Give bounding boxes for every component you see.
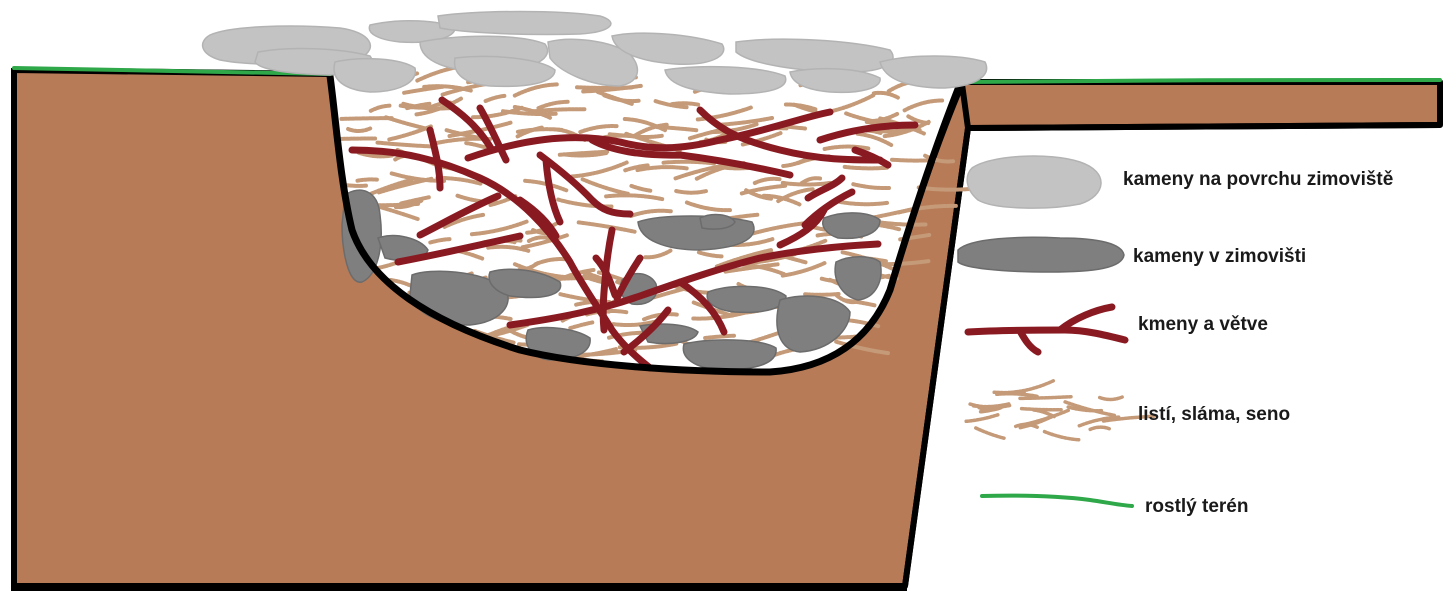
straw-stroke [358,179,378,180]
legend-label-straw: listí, sláma, seno [1138,404,1290,425]
legend-item-inner-stones: kameny v zimovišti [958,237,1306,272]
straw-icon [966,381,1153,440]
legend-item-surface-stones: kameny na povrchu zimoviště [967,156,1393,208]
straw-stroke [1045,432,1079,440]
green-line-icon [982,496,1132,506]
straw-stroke [966,415,998,422]
straw-stroke [676,191,707,193]
straw-stroke [976,428,1005,438]
straw-stroke [805,294,840,295]
inner-stone [707,286,786,312]
straw-stroke [1090,427,1109,429]
straw-stroke [705,336,734,338]
straw-stroke [640,136,662,137]
straw-stroke [564,153,606,155]
surface-stone [438,12,611,35]
legend-item-straw: listí, sláma, seno [966,381,1290,440]
straw-stroke [845,167,887,168]
legend-label-terrain: rostlý terén [1145,496,1248,517]
inner-stone [700,215,735,230]
legend-label-surface-stones: kameny na povrchu zimoviště [1123,169,1393,190]
legend-label-inner-stones: kameny v zimovišti [1133,246,1306,267]
straw-stroke [401,106,429,108]
branch-icon-stem [968,330,1125,340]
surface-stone [736,39,893,72]
branch-icon-fork-low [1020,331,1038,352]
legend-label-branches: kmeny a větve [1138,314,1268,335]
straw-stroke [577,87,632,88]
straw-stroke [1100,397,1123,399]
dark-gray-stone-icon [958,237,1124,272]
legend-item-terrain: rostlý terén [982,496,1248,517]
straw-stroke [1022,409,1062,410]
legend: kameny na povrchu zimoviště kameny v zim… [958,156,1393,517]
branch-icon-fork-top [1060,307,1112,330]
straw-stroke [1020,397,1072,399]
straw-stroke [994,392,1024,393]
inner-stone [683,340,776,370]
straw-stroke [1008,381,1053,393]
straw-stroke [347,185,368,186]
legend-item-branches: kmeny a větve [968,307,1268,352]
branch-icon [968,307,1125,352]
grass-right [962,80,1440,82]
soil-right-strip-top [968,125,1440,128]
straw-stroke [783,183,831,185]
straw-stroke [672,103,698,104]
straw-stroke [376,204,419,205]
straw-stroke [840,202,889,204]
straw-stroke [919,188,973,190]
light-gray-stone-icon [967,156,1101,208]
straw-stroke [974,404,1009,407]
